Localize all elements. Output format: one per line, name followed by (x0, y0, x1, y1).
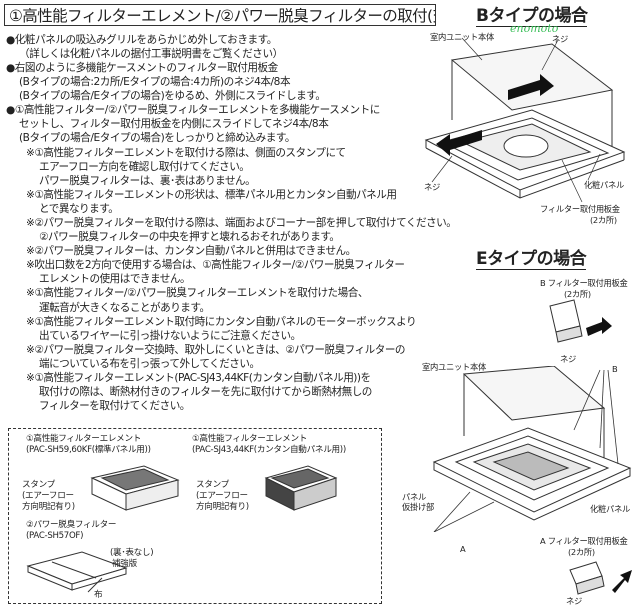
note-line: ※②パワー脱臭フィルター交換時、取外しにくいときは、②パワー脱臭フィルターの (26, 343, 406, 356)
b-screw-top-label: ネジ (552, 34, 568, 44)
step-line: (Bタイプの場合:2カ所/Eタイプの場合:4カ所)のネジ4本/8本 (19, 76, 291, 88)
part2-name: ①高性能フィルターエレメント (192, 434, 308, 444)
note-line: ②パワー脱臭フィルターの中央を押すと壊れるおそれがあります。 (39, 231, 340, 244)
b-screw-left-label: ネジ (424, 182, 440, 192)
e-panel-hook-label: パネル (402, 492, 426, 502)
e-indoor-unit-label: 室内ユニット本体 (422, 362, 486, 372)
b-indoor-unit-label: 室内ユニット本体 (430, 32, 494, 42)
part1-name: ①高性能フィルターエレメント (26, 434, 142, 444)
part3-reinforce: 補強版 (112, 559, 137, 569)
b-bracket-label: フィルター取付用板金 (540, 204, 620, 214)
instruction-steps: ●化粧パネルの吸込みグリルをあらかじめ外しておきます。 （詳しくは化粧パネルの据… (6, 33, 466, 145)
step-line: ●右図のように多機能ケースメントのフィルター取付用板金 (6, 62, 278, 74)
step-line: (Bタイプの場合/Eタイプの場合)をしっかりと締め込みます。 (19, 132, 296, 144)
e-a-bracket-label: A フィルター取付用板金 (540, 536, 628, 546)
e-type-bracket-a-diagram (569, 561, 632, 595)
note-line: ※吹出口数を2方向で使用する場合は、①高性能フィルター/②パワー脱臭フィルター (26, 259, 405, 272)
step-line: （詳しくは化粧パネルの据付工事説明書をご覧ください） (19, 48, 283, 60)
note-line: エアーフロー方向を確認し取付けてください。 (39, 161, 250, 174)
part1-direction: 方向明記有り) (22, 502, 75, 512)
e-screw-a-label: ネジ (566, 596, 582, 606)
e-type-diagram (432, 366, 632, 532)
e-type-header: Eタイプの場合 (476, 249, 587, 270)
b-panel-label: 化粧パネル (584, 180, 624, 190)
b-type-diagram (424, 37, 626, 203)
e-label-a: A (460, 544, 466, 554)
e-screw-b-label: ネジ (560, 354, 576, 364)
e-b-bracket-label: B フィルター取付用板金 (540, 278, 628, 288)
watermark: enomoto (510, 22, 559, 35)
note-line: フィルターを取付けてください。 (39, 399, 190, 412)
b-type-header: Bタイプの場合 (476, 6, 588, 27)
e-panel-hook-label-2: 仮掛け部 (402, 502, 434, 512)
b-bracket-count: (2カ所) (590, 215, 617, 225)
e-panel-label: 化粧パネル (590, 504, 630, 514)
step-line: セットし、フィルター取付用板金を内側にスライドしてネジ4本/8本 (19, 118, 329, 130)
notes-list: ※①高性能フィルターエレメントを取付ける際は、側面のスタンプにて エアーフロー方… (26, 146, 457, 413)
note-line: ※①高性能フィルターエレメント(PAC-SJ43,44KF(カンタン自動パネル用… (26, 371, 371, 384)
note-line: ※①高性能フィルター/②パワー脱臭フィルターエレメントを取付けた場合、 (26, 287, 368, 300)
note-line: 出ているワイヤーに引っ掛けないようにご注意ください。 (39, 329, 301, 342)
part3-cloth: 布 (94, 590, 103, 600)
part1-stamp: スタンプ (22, 480, 55, 490)
part3-name: ②パワー脱臭フィルター (26, 520, 117, 530)
part1-filter-drawing (90, 465, 180, 511)
note-line: ※①高性能フィルターエレメント取付時にカンタン自動パネルのモーターボックスより (26, 315, 417, 328)
note-line: パワー脱臭フィルターは、裏･表はありません。 (39, 175, 256, 188)
note-line: エレメントの使用はできません。 (39, 273, 191, 286)
part3-no-side: (裏･表なし) (110, 548, 154, 558)
note-line: 運転音が大きくなることがあります。 (39, 301, 210, 314)
part2-model: (PAC-SJ43,44KF(カンタン自動パネル用)) (192, 445, 346, 455)
e-b-bracket-count: (2カ所) (564, 289, 591, 299)
part3-model: (PAC-SH57OF) (26, 531, 84, 541)
part2-direction: 方向明記有り) (196, 502, 249, 512)
note-line: ※①高性能フィルターエレメントの形状は、標準パネル用とカンタン自動パネル用 (26, 189, 397, 202)
e-a-bracket-count: (2カ所) (568, 547, 595, 557)
part1-model: (PAC-SH59,60KF(標準パネル用)) (26, 445, 151, 455)
note-line: 端についている布を引っ張って外してください。 (39, 357, 260, 370)
note-line: ※②パワー脱臭フィルターは、カンタン自動パネルと併用はできません。 (26, 245, 356, 258)
note-line: ※①高性能フィルターエレメントを取付ける際は、側面のスタンプにて (26, 147, 346, 159)
e-type-bracket-b-diagram (549, 299, 612, 343)
part1-airflow: (エアーフロー (22, 491, 74, 501)
step-line: (Bタイプの場合/Eタイプの場合)をゆるめ、外側にスライドします。 (19, 90, 326, 102)
note-line: とで異なります。 (39, 203, 119, 216)
part3-filter-drawing (26, 551, 128, 593)
step-line: ●化粧パネルの吸込みグリルをあらかじめ外しておきます。 (6, 34, 277, 46)
parts-box (8, 428, 382, 604)
e-label-b: B (612, 364, 618, 374)
note-line: 取付けの際は、断熱材付きのフィルターを先に取付けてから断熱材無しの (39, 385, 372, 398)
part2-stamp: スタンプ (196, 480, 229, 490)
step-line: ●①高性能フィルター/②パワー脱臭フィルターエレメントを多機能ケースメントに (6, 104, 380, 116)
part2-filter-drawing (264, 465, 338, 511)
part2-airflow: (エアーフロー (196, 491, 248, 501)
note-line: ※②パワー脱臭フィルターを取付ける際は、端面およびコーナー部を押して取付けてくだ… (26, 217, 457, 230)
section-title: ①高性能フィルターエレメント/②パワー脱臭フィルターの取付(交換時も同作業) (4, 4, 436, 26)
